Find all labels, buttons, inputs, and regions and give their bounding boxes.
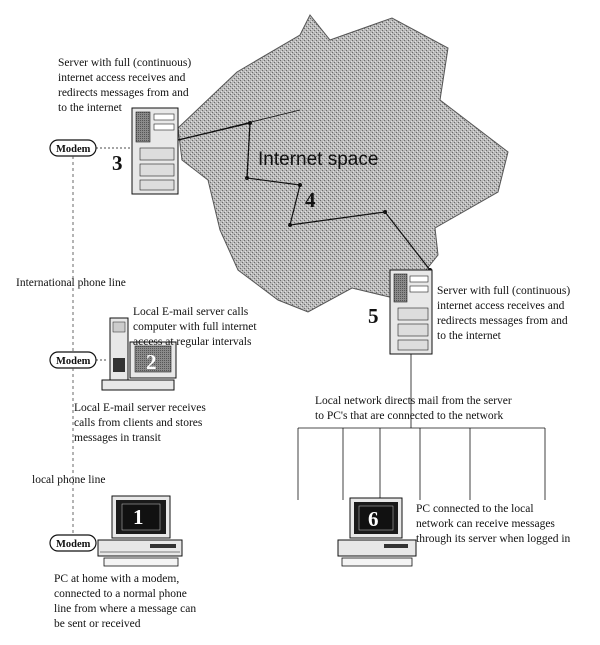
caption-network-directs-line-2: to PC's that are connected to the networ… xyxy=(315,410,504,422)
top-server-tower xyxy=(131,107,179,195)
caption-top-server-line-3: redirects messages from and xyxy=(58,87,189,99)
caption-email-server-calls-line-2: computer with full internet xyxy=(133,321,257,333)
caption-email-server-calls: Local E-mail server calls computer with f… xyxy=(133,306,257,348)
number-2: 2 xyxy=(146,350,157,374)
label-international-phone-line: International phone line xyxy=(16,277,126,289)
caption-home-pc: PC at home with a modem, connected to a n… xyxy=(54,573,196,630)
number-5: 5 xyxy=(368,304,379,328)
caption-top-server-line-4: to the internet xyxy=(58,102,123,114)
number-1: 1 xyxy=(133,505,144,529)
caption-home-pc-line-1: PC at home with a modem, xyxy=(54,573,179,585)
caption-email-server-calls-line-1: Local E-mail server calls xyxy=(133,306,249,318)
caption-top-server-line-2: internet access receives and xyxy=(58,72,186,84)
caption-right-server-line-4: to the internet xyxy=(437,330,502,342)
caption-network-pc-line-3: through its server when logged in xyxy=(416,533,571,545)
cloud-to-server-line xyxy=(177,109,301,141)
caption-home-pc-line-2: connected to a normal phone xyxy=(54,588,187,600)
internet-route-dashed xyxy=(246,122,251,179)
network-drops xyxy=(297,428,546,500)
caption-top-server: Server with full (continuous) internet ac… xyxy=(58,57,191,114)
caption-network-pc-line-1: PC connected to the local xyxy=(416,503,534,515)
internet-cloud xyxy=(177,14,509,313)
caption-email-server-receives-line-3: messages in transit xyxy=(74,432,162,444)
caption-top-server-line-1: Server with full (continuous) xyxy=(58,57,191,69)
email-server-computer xyxy=(101,317,177,391)
caption-network-pc-line-2: network can receive messages xyxy=(416,518,555,530)
modem-badge-top: Modem xyxy=(49,139,97,157)
modem-badge-bottom: Modem xyxy=(49,534,97,552)
caption-network-directs: Local network directs mail from the serv… xyxy=(315,395,512,422)
network-pc xyxy=(337,497,417,567)
home-pc xyxy=(97,495,183,567)
label-local-phone-line: local phone line xyxy=(32,474,105,486)
caption-email-server-calls-line-3: access at regular intervals xyxy=(133,336,252,348)
caption-network-pc: PC connected to the local network can rec… xyxy=(416,503,571,545)
caption-email-server-receives-line-1: Local E-mail server receives xyxy=(74,402,206,414)
svg-text:Modem: Modem xyxy=(56,539,91,550)
number-4: 4 xyxy=(305,188,316,212)
caption-home-pc-line-3: line from where a message can xyxy=(54,603,196,615)
svg-text:Modem: Modem xyxy=(56,144,91,155)
caption-right-server-line-2: internet access receives and xyxy=(437,300,565,312)
right-server-tower xyxy=(389,269,433,355)
number-3: 3 xyxy=(112,151,123,175)
number-6: 6 xyxy=(368,507,379,531)
caption-email-server-receives-line-2: calls from clients and stores xyxy=(74,417,203,429)
caption-email-server-receives: Local E-mail server receives calls from c… xyxy=(74,402,206,444)
internet-space-label: Internet space xyxy=(258,149,378,170)
caption-network-directs-line-1: Local network directs mail from the serv… xyxy=(315,395,512,407)
caption-right-server-line-1: Server with full (continuous) xyxy=(437,285,570,297)
caption-right-server: Server with full (continuous) internet ac… xyxy=(437,285,570,342)
caption-right-server-line-3: redirects messages from and xyxy=(437,315,568,327)
svg-text:Modem: Modem xyxy=(56,356,91,367)
caption-home-pc-line-4: be sent or received xyxy=(54,618,141,630)
modem-badge-middle: Modem xyxy=(49,351,97,369)
